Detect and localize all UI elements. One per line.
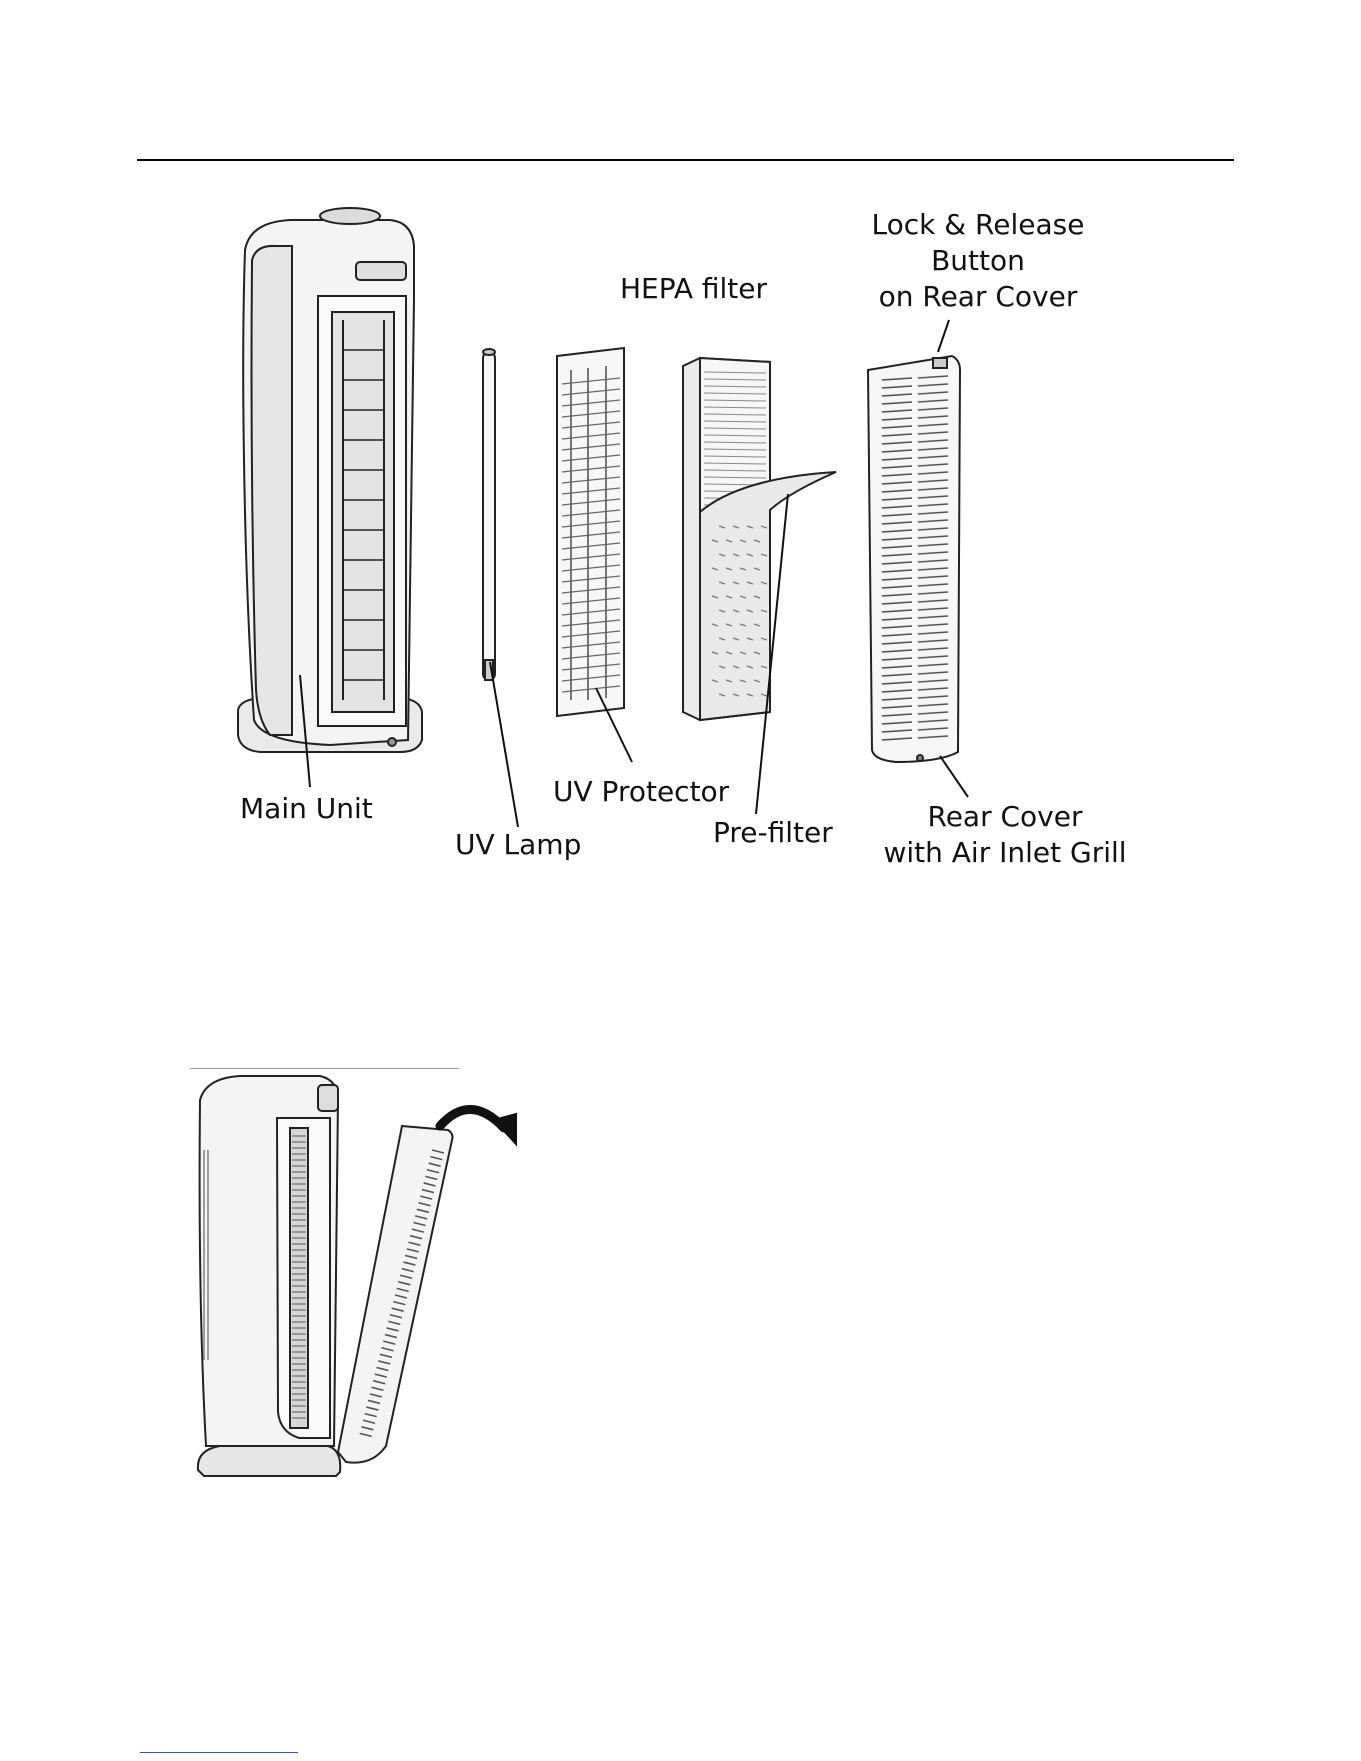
label-lock-release-line3: on Rear Cover: [879, 280, 1078, 313]
label-pre-filter: Pre-filter: [713, 816, 833, 849]
main-unit-drawing: [238, 208, 422, 752]
cover-removal-drawing: [198, 1076, 516, 1476]
uv-protector-drawing: [557, 348, 624, 716]
footer-link-rule: [140, 1752, 298, 1753]
label-rear-cover-line2: with Air Inlet Grill: [883, 836, 1126, 869]
label-uv-lamp: UV Lamp: [455, 828, 581, 861]
pre-filter-drawing: [700, 472, 836, 720]
rear-cover-drawing: [868, 356, 960, 762]
label-hepa-filter: HEPA filter: [620, 272, 768, 305]
label-main-unit: Main Unit: [240, 792, 373, 825]
label-rear-cover-line1: Rear Cover: [928, 800, 1083, 833]
label-lock-release-line1: Lock & Release: [872, 208, 1085, 241]
figure-rule: [190, 1068, 459, 1069]
uv-lamp-drawing: [483, 349, 495, 680]
label-uv-protector: UV Protector: [553, 775, 730, 808]
label-lock-release-line2: Button: [931, 244, 1025, 277]
